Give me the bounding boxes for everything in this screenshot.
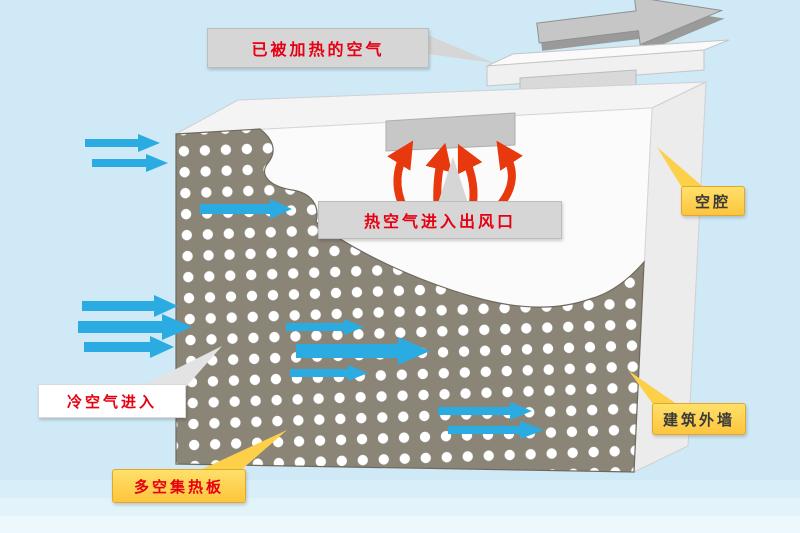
blue-airflow-arrow xyxy=(78,314,192,340)
callout-tail-hot-air xyxy=(438,157,468,203)
callout-cavity-label: 空腔 xyxy=(694,193,731,211)
callout-cavity: 空腔 xyxy=(681,186,745,216)
blue-airflow-arrow xyxy=(448,421,544,439)
callout-hot-air-outlet: 热空气进入出风口 xyxy=(318,201,562,239)
blue-airflow-arrow xyxy=(200,199,292,219)
blue-airflow-arrow xyxy=(290,365,368,381)
callout-exterior-wall-label: 建筑外墙 xyxy=(662,411,735,429)
blue-airflow-arrow xyxy=(92,154,168,172)
blue-airflow-arrow xyxy=(438,402,532,420)
red-hotair-arrow xyxy=(496,140,523,209)
callout-tail-cold-air xyxy=(138,346,222,396)
blue-airflow-arrow xyxy=(82,295,178,317)
callout-tail-exterior-wall xyxy=(629,371,681,407)
blue-airflow-arrow xyxy=(84,336,174,358)
bg-stripe xyxy=(0,516,800,533)
callout-heated-air: 已被加热的空气 xyxy=(207,28,429,68)
callout-tail-collector xyxy=(198,430,287,471)
callout-exterior-wall: 建筑外墙 xyxy=(652,403,746,435)
callout-tail-cavity xyxy=(657,147,708,191)
perforated-collector-panel xyxy=(175,128,645,473)
callout-collector-panel: 多空集热板 xyxy=(112,469,246,503)
callout-hot-air-outlet-label: 热空气进入出风口 xyxy=(363,214,516,231)
callout-heated-air-label: 已被加热的空气 xyxy=(251,42,385,59)
blue-airflow-arrow xyxy=(286,319,364,335)
blue-airflow-arrow xyxy=(85,134,160,152)
callout-collector-panel-label: 多空集热板 xyxy=(133,478,224,496)
callout-cold-air: 冷空气进入 xyxy=(38,384,186,418)
callout-tail-heated-air xyxy=(428,35,494,63)
exhaust-direction-arrow xyxy=(536,0,724,46)
callout-cold-air-label: 冷空气进入 xyxy=(66,393,157,411)
blue-airflow-arrow xyxy=(296,337,430,365)
